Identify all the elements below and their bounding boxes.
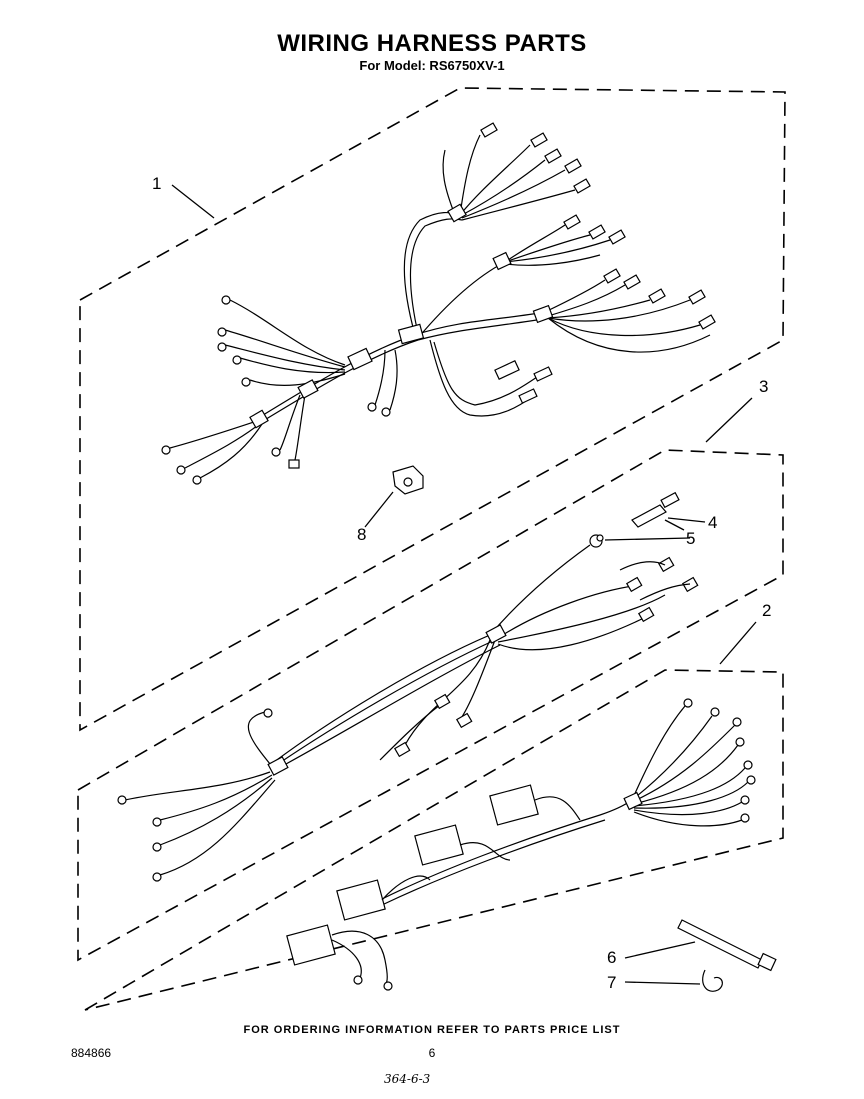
- cable-tie-part-6: [624, 919, 777, 972]
- callout-8: 8: [357, 525, 366, 544]
- callout-7: 7: [607, 973, 616, 992]
- ordering-note: FOR ORDERING INFORMATION REFER TO PARTS …: [243, 1024, 621, 1036]
- clip-part-8: [364, 465, 424, 528]
- connector-part-4: [631, 491, 706, 528]
- harness-3: [117, 534, 699, 882]
- harness-2: [286, 698, 756, 991]
- callout-4: 4: [708, 513, 717, 532]
- clip-part-7: [624, 969, 723, 992]
- callout-1-leader: [171, 184, 215, 219]
- document-number: 884866: [71, 1046, 112, 1060]
- callout-2-leader: [719, 621, 757, 665]
- callout-2: 2: [762, 601, 771, 620]
- callout-1: 1: [152, 174, 161, 193]
- model-subtitle: For Model: RS6750XV-1: [359, 58, 505, 73]
- callout-3: 3: [759, 377, 768, 396]
- callout-6: 6: [607, 948, 616, 967]
- handwritten-note: 364-6-3: [384, 1072, 431, 1086]
- harness-1-outline: [79, 87, 786, 732]
- page-title: WIRING HARNESS PARTS: [277, 30, 587, 57]
- page-number: 6: [428, 1046, 436, 1060]
- callout-3-leader: [705, 397, 753, 443]
- harness-1: [161, 122, 716, 485]
- callout-4-leader: [664, 519, 685, 531]
- harness-2-connectors: [286, 784, 539, 966]
- harness-3-outline: [77, 449, 784, 962]
- callout-5: 5: [686, 529, 695, 548]
- harness-1-terminals: [161, 122, 716, 485]
- harness-2-outline: [84, 669, 784, 1011]
